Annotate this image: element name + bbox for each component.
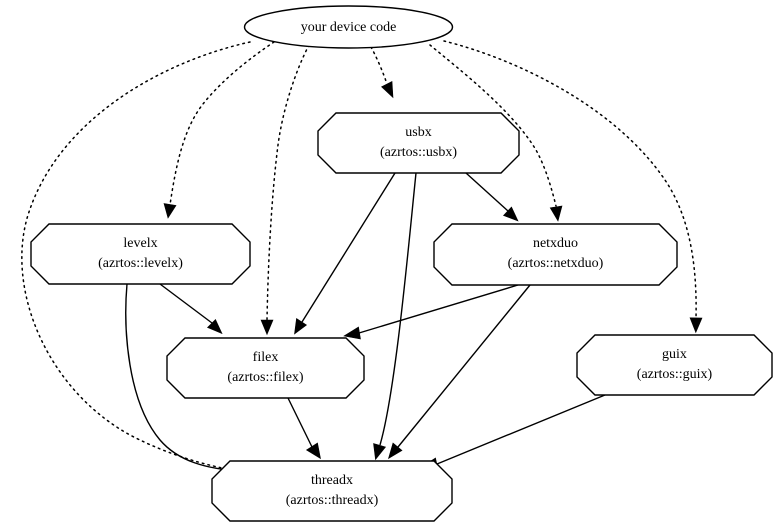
edge-path [465, 172, 509, 212]
node-label-line1: filex [253, 350, 279, 365]
node-shape-octagon[interactable] [30, 223, 251, 285]
edge-device-usbx [370, 46, 394, 99]
node-usbx[interactable]: usbx (azrtos::usbx) [317, 112, 520, 174]
edge-path [125, 283, 242, 472]
arrowhead [502, 206, 519, 222]
node-threadx[interactable]: threadx (azrtos::threadx) [211, 460, 453, 522]
arrowhead [380, 81, 394, 99]
node-label-line1: threadx [311, 473, 353, 488]
edge-netxduo-filex [343, 284, 519, 340]
edge-path [301, 172, 396, 323]
edge-path [358, 284, 519, 334]
node-guix[interactable]: guix (azrtos::guix) [576, 334, 773, 396]
node-label-line1: your device code [301, 20, 397, 35]
edge-path [370, 46, 388, 85]
arrowhead [260, 319, 274, 336]
edge-usbx-filex [294, 172, 396, 335]
arrowhead [305, 442, 321, 460]
node-label-line2: (azrtos::usbx) [380, 145, 457, 160]
arrowhead [294, 317, 308, 335]
node-label-line1: usbx [405, 125, 431, 140]
edge-path [397, 284, 531, 448]
node-shape-octagon[interactable] [211, 460, 453, 522]
node-your-device-code[interactable]: your device code [243, 5, 454, 49]
arrowhead [388, 442, 403, 460]
node-label-line2: (azrtos::guix) [637, 367, 713, 382]
arrowhead [206, 318, 223, 335]
edge-device-guix [443, 40, 703, 334]
edge-device-filex [260, 44, 310, 336]
node-filex[interactable]: filex (azrtos::filex) [166, 337, 365, 399]
edge-path [429, 44, 557, 207]
edge-path [169, 41, 275, 206]
edge-path [266, 44, 310, 321]
arrowhead [373, 443, 387, 461]
node-shape-octagon[interactable] [576, 334, 773, 396]
edge-path [443, 40, 697, 319]
node-shape-octagon[interactable] [166, 337, 365, 399]
node-levelx[interactable]: levelx (azrtos::levelx) [30, 223, 251, 285]
node-layer: your device code usbx (azrtos::usbx) lev… [30, 5, 773, 522]
edge-path [287, 397, 313, 448]
edge-path [159, 283, 213, 324]
node-label-line2: (azrtos::filex) [227, 370, 304, 385]
edge-usbx-threadx [373, 172, 417, 461]
node-label-line1: netxduo [533, 236, 578, 251]
node-shape-octagon[interactable] [433, 223, 678, 286]
arrowhead [689, 317, 703, 334]
node-label-line2: (azrtos::threadx) [286, 493, 379, 508]
arrowhead [343, 326, 361, 340]
node-shape-ellipse[interactable] [243, 5, 454, 49]
node-label-line1: guix [662, 347, 687, 362]
node-shape-octagon[interactable] [317, 112, 520, 174]
edge-netxduo-threadx [388, 284, 531, 460]
arrowhead [163, 203, 177, 219]
arrowhead [549, 205, 563, 222]
edge-usbx-netxduo [465, 172, 519, 222]
edge-levelx-filex [159, 283, 223, 335]
node-label-line2: (azrtos::levelx) [98, 256, 183, 271]
edge-filex-threadx [287, 397, 321, 460]
edge-layer [21, 40, 703, 475]
node-label-line2: (azrtos::netxduo) [508, 256, 604, 271]
edge-path [21, 41, 251, 471]
edge-device-netxduo [429, 44, 563, 222]
edge-path [379, 172, 417, 446]
node-netxduo[interactable]: netxduo (azrtos::netxduo) [433, 223, 678, 286]
edge-device-levelx [163, 41, 275, 219]
node-label-line1: levelx [123, 236, 157, 251]
edge-path [436, 394, 606, 465]
edge-guix-threadx [420, 394, 606, 470]
